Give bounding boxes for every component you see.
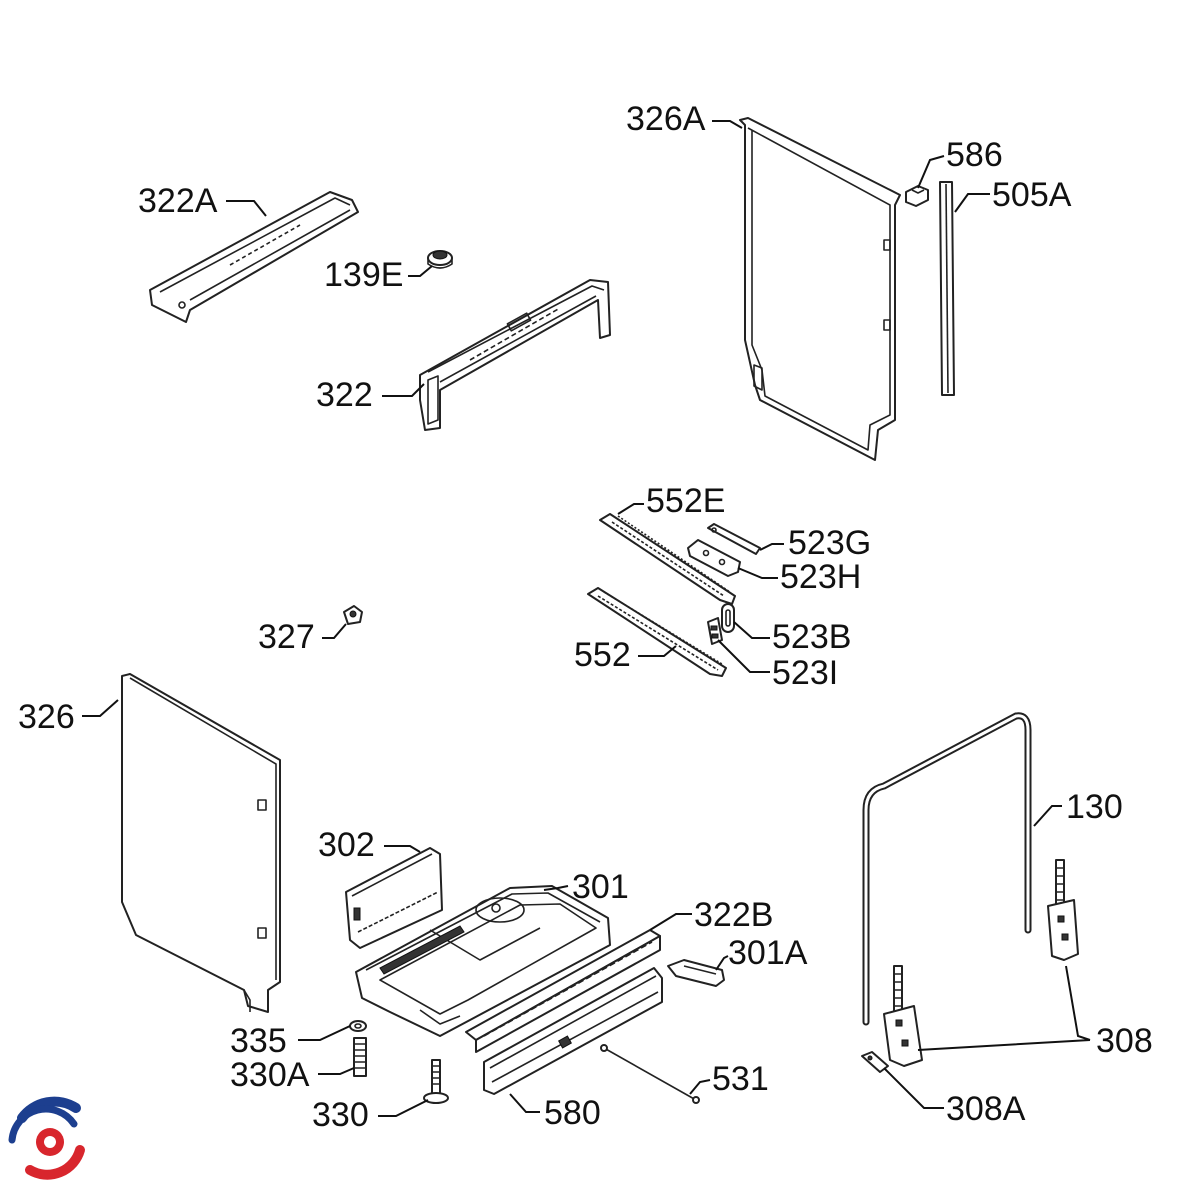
part-326-side-panel[interactable] — [121, 673, 281, 1013]
label-523G: 523G — [788, 524, 871, 562]
label-301: 301 — [572, 868, 629, 906]
leader-531 — [689, 1079, 711, 1095]
part-130-door-seal[interactable] — [862, 712, 1032, 1026]
leader-308A — [883, 1067, 944, 1109]
part-523I-latch[interactable] — [707, 617, 723, 645]
leader-552 — [638, 645, 677, 657]
part-301-base-tray[interactable] — [355, 885, 611, 1037]
part-322A-top-cover[interactable] — [149, 191, 359, 323]
part-308-hinge-lower[interactable] — [883, 965, 923, 1067]
label-130: 130 — [1066, 788, 1123, 826]
label-523H: 523H — [780, 558, 861, 596]
label-531: 531 — [712, 1060, 769, 1098]
part-302-holder[interactable] — [345, 847, 443, 949]
leader-330A — [318, 1067, 355, 1075]
part-523B-slot-link[interactable] — [721, 603, 735, 633]
part-523G-bar[interactable] — [707, 523, 761, 555]
brand-logo — [8, 1096, 85, 1180]
part-322B-front-rail[interactable] — [465, 929, 661, 1053]
leader-322 — [382, 383, 425, 397]
label-308A: 308A — [946, 1090, 1026, 1128]
leader-326A — [712, 120, 743, 129]
leader-552E — [617, 503, 644, 515]
label-301A: 301A — [728, 934, 808, 972]
label-335: 335 — [230, 1022, 287, 1060]
leader-302 — [384, 845, 421, 853]
label-322B: 322B — [694, 896, 773, 934]
leader-322A — [226, 200, 267, 217]
part-552E-slide-rail[interactable] — [599, 513, 736, 605]
leader-580 — [509, 1093, 540, 1113]
leader-335 — [298, 1025, 351, 1041]
part-301A-bracket[interactable] — [667, 959, 725, 987]
label-505A: 505A — [992, 176, 1072, 214]
part-330-foot[interactable] — [423, 1059, 449, 1104]
part-505A-strip[interactable] — [939, 181, 955, 396]
part-322-frame-rail[interactable] — [419, 279, 611, 431]
leader-301A — [715, 955, 729, 971]
label-330: 330 — [312, 1096, 369, 1134]
label-330A: 330A — [230, 1056, 310, 1094]
leader-322B — [649, 913, 692, 931]
part-523H-bracket[interactable] — [687, 539, 741, 577]
leader-523B — [733, 621, 770, 639]
leader-139E — [408, 265, 433, 277]
leader-130 — [1033, 805, 1062, 827]
leader-523I — [717, 639, 770, 673]
leader-523H — [737, 567, 778, 579]
label-326: 326 — [18, 698, 75, 736]
part-308-hinge-upper[interactable] — [1047, 859, 1079, 961]
label-523I: 523I — [772, 654, 838, 692]
part-326A-side-panel[interactable] — [739, 117, 901, 461]
leader-308 — [917, 965, 1091, 1051]
leader-505A — [954, 193, 990, 213]
label-326A: 326A — [626, 100, 706, 138]
part-580-plinth[interactable] — [483, 967, 663, 1095]
label-552: 552 — [574, 636, 631, 674]
leader-330 — [378, 1099, 429, 1117]
part-586-clip[interactable] — [905, 185, 929, 207]
part-330A-foot[interactable] — [353, 1037, 367, 1077]
leader-301 — [543, 885, 569, 891]
part-552-slide-rail[interactable] — [587, 587, 727, 677]
leader-586 — [917, 155, 945, 189]
label-523B: 523B — [772, 618, 851, 656]
label-327: 327 — [258, 618, 315, 656]
label-308: 308 — [1096, 1022, 1153, 1060]
label-322: 322 — [316, 376, 373, 414]
part-308A-lever[interactable] — [861, 1051, 889, 1073]
leader-327 — [322, 623, 347, 639]
part-531-rod[interactable] — [600, 1044, 700, 1104]
label-552E: 552E — [646, 482, 725, 520]
part-335-washer[interactable] — [349, 1020, 367, 1032]
part-327-catch[interactable] — [343, 605, 363, 625]
label-580: 580 — [544, 1094, 601, 1132]
part-139E-knob[interactable] — [427, 250, 453, 269]
label-302: 302 — [318, 826, 375, 864]
leader-523G — [759, 543, 784, 551]
label-586: 586 — [946, 136, 1003, 174]
label-322A: 322A — [138, 182, 218, 220]
leader-326 — [82, 699, 119, 717]
label-139E: 139E — [324, 256, 403, 294]
